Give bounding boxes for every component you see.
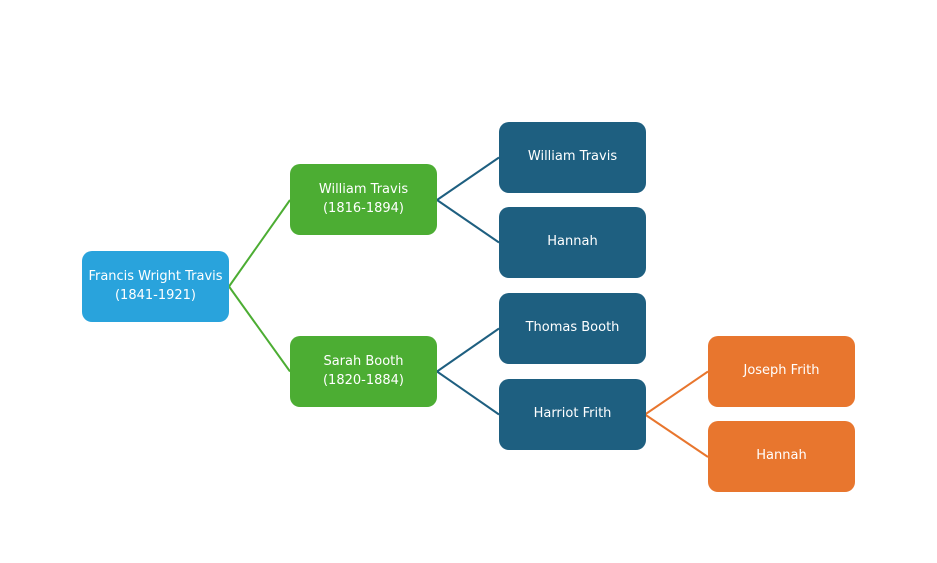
- node-william-travis-sr[interactable]: William Travis (1816-1894): [290, 164, 437, 235]
- edge-francis-to-william-sr: [228, 199, 291, 288]
- person-name: Hannah: [756, 448, 807, 464]
- person-name: William Travis: [527, 149, 618, 165]
- edge-harriot-to-joseph: [644, 370, 709, 416]
- edge-william-sr-to-william: [436, 156, 500, 201]
- person-dates: (1820-1884): [322, 372, 404, 388]
- node-william-travis[interactable]: William Travis: [499, 122, 646, 193]
- edge-francis-to-sarah: [228, 285, 291, 373]
- edge-sarah-to-harriot: [436, 370, 500, 416]
- person-name: William Travis: [318, 182, 409, 198]
- person-dates: (1816-1894): [322, 200, 404, 216]
- person-name: Francis Wright Travis: [88, 269, 223, 285]
- person-name: Joseph Frith: [743, 363, 820, 379]
- node-joseph-frith[interactable]: Joseph Frith: [708, 336, 855, 407]
- edge-harriot-to-hannah: [644, 413, 709, 458]
- person-dates: (1841-1921): [114, 287, 196, 303]
- node-thomas-booth[interactable]: Thomas Booth: [499, 293, 646, 364]
- edge-william-sr-to-hannah: [436, 199, 500, 244]
- person-name: Sarah Booth: [323, 354, 404, 370]
- node-francis-wright-travis[interactable]: Francis Wright Travis (1841-1921): [82, 251, 229, 322]
- edge-sarah-to-thomas: [436, 327, 500, 373]
- node-harriot-frith[interactable]: Harriot Frith: [499, 379, 646, 450]
- person-name: Hannah: [547, 234, 598, 250]
- node-hannah-travis[interactable]: Hannah: [499, 207, 646, 278]
- node-sarah-booth[interactable]: Sarah Booth (1820-1884): [290, 336, 437, 407]
- person-name: Thomas Booth: [525, 320, 620, 336]
- node-hannah-frith[interactable]: Hannah: [708, 421, 855, 492]
- person-name: Harriot Frith: [533, 406, 612, 422]
